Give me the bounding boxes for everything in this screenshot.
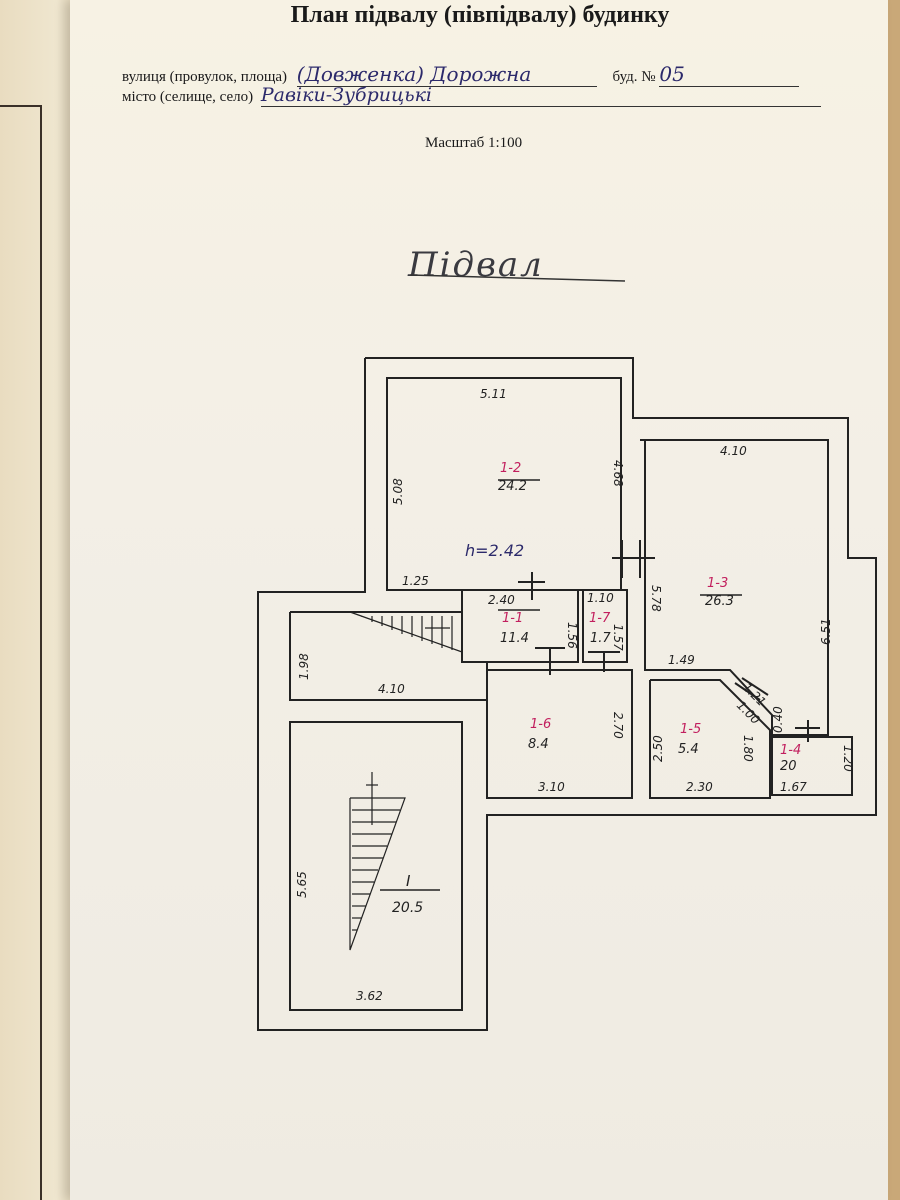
section-title: Підвал	[408, 245, 544, 285]
folder-frame-line	[0, 105, 42, 1200]
street-label: вулиця (провулок, площа)	[122, 69, 288, 85]
city-value[interactable]: Равіки-Зубрицькі	[260, 84, 821, 107]
street-value[interactable]: (Довженка) Дорожна	[296, 62, 597, 87]
document-sheet	[70, 0, 888, 1200]
street-row: вулиця (провулок, площа) (Довженка) Доро…	[122, 62, 800, 87]
building-label: буд. №	[612, 69, 656, 85]
scale-label: Масштаб 1:100	[425, 135, 523, 151]
page-title: План підвалу (півпідвалу) будинку	[290, 2, 670, 28]
city-label: місто (селище, село)	[122, 89, 254, 105]
building-value[interactable]: 05	[659, 62, 800, 87]
city-row: місто (селище, село) Равіки-Зубрицькі	[122, 84, 821, 107]
